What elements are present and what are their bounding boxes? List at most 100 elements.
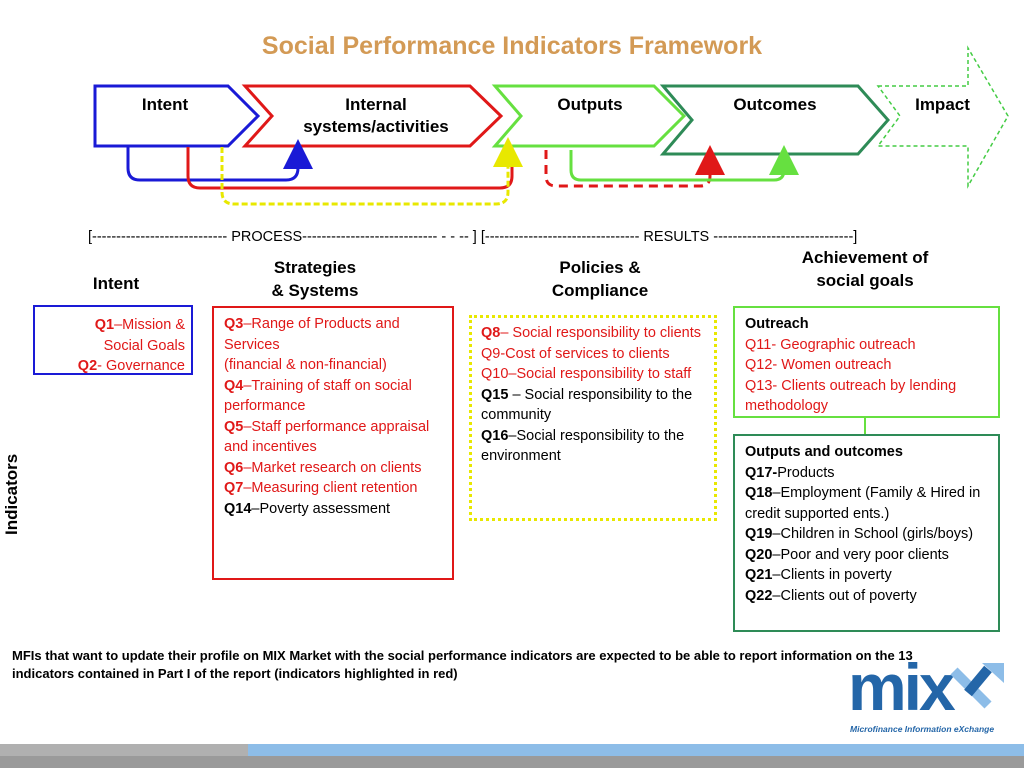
box-heading: Outreach [745,316,809,332]
box-heading: Outputs and outcomes [745,444,903,460]
indicator-text: –Staff performance appraisal and incenti… [224,418,430,456]
indicator-text: (financial & non-financial) [224,357,387,373]
stage-label-outcomes: Outcomes [690,94,860,116]
logo-wordmark: mix [848,650,956,724]
page-title: Social Performance Indicators Framework [261,32,763,60]
indicator-code: Q18 [745,485,773,501]
indicator-code: Q22 [745,587,773,604]
indicators-axis-label: Indicators [2,453,21,535]
indicator-text: –Range of Products and Services [224,316,400,353]
column-header-line: Strategies [273,258,357,277]
indicator-line: Q16–Social responsibility to the environ… [481,426,705,467]
indicator-code: Q20 [745,546,773,563]
indicator-text: –Measuring client retention [243,480,418,496]
column-header-line: & Systems [271,281,359,300]
stage-label-line: systems/activities [303,117,449,136]
indicator-line: Q18–Employment (Family & Hired in credit… [745,483,988,524]
connector-systems-to-outputs-yellow [220,137,523,206]
indicator-line: Q8– Social responsibility to clients [481,323,705,344]
logo-arrow-icon [950,663,1004,709]
column-header-line: social goals [816,271,914,290]
indicator-box-strategies: Q3–Range of Products and Services (finan… [212,306,454,580]
indicator-line: Q17-Products [745,463,988,484]
indicator-text: Q11- Geographic outreach [745,336,916,353]
indicator-code: Q4 [224,377,244,394]
indicator-box-policies: Q8– Social responsibility to clients Q9-… [469,315,717,521]
indicator-code: Q14 [224,500,252,517]
footer-bar-blue [248,744,1024,756]
column-header-line: Policies & [559,258,641,277]
stage-label-line: Intent [141,95,189,114]
indicator-text: Products [777,464,835,481]
stage-label-line: Outcomes [733,95,817,114]
framework-diagram [93,45,1009,206]
column-header-achievement: Achievement of social goals [770,246,960,292]
indicator-text: Q10–Social responsibility to staff [481,366,692,382]
footer-bar-gray [0,744,248,756]
indicator-text: –Mission & [114,317,185,333]
indicator-code: Q16 [481,427,509,444]
indicator-text: Q12- Women outreach [745,357,892,373]
indicator-code: Q7 [224,480,244,496]
indicator-code: Q3 [224,316,244,332]
logo-tagline: Microfinance Information eXchange [850,724,995,734]
indicator-box-intent: Q1–Mission & Social Goals Q2- Governance [33,305,193,375]
outreach-connector-line [864,418,866,434]
indicator-line: Q22–Clients out of poverty [745,586,988,607]
indicator-line: Q1–Mission & [41,315,185,336]
indicator-line: Q3–Range of Products and Services [224,314,442,355]
stage-label-impact: Impact [895,94,990,116]
stage-label-intent: Intent [100,94,230,116]
stage-internal-shape [241,84,504,148]
stage-outcomes-shape [659,84,891,156]
stage-impact-shape [876,45,1009,189]
indicator-text: Q9-Cost of services to clients [481,345,670,362]
indicator-code: Q1 [94,317,115,333]
indicator-line: Q5–Staff performance appraisal and incen… [224,417,442,458]
connector-outputs-to-outcomes-green [569,145,799,182]
indicator-code: Q8 [481,325,501,341]
indicator-code: Q21 [745,567,773,583]
indicator-line: Q2- Governance [41,356,185,377]
indicator-line: Q9-Cost of services to clients [481,344,705,365]
indicator-line: Q19–Children in School (girls/boys) [745,524,988,545]
indicator-line: (financial & non-financial) [224,355,442,376]
indicator-text: –Social responsibility to the environmen… [481,427,685,465]
indicator-code: Q19 [745,526,773,542]
indicator-text: –Children in School (girls/boys) [772,526,974,542]
indicator-line: Q15 – Social responsibility to the commu… [481,385,705,426]
indicator-text: –Clients out of poverty [772,587,917,604]
stage-label-outputs: Outputs [520,94,660,116]
column-header-policies: Policies & Compliance [520,256,680,302]
indicator-text: – Social responsibility to clients [500,325,702,341]
process-results-range: [---------------------------- PROCESS---… [88,229,858,245]
indicator-text: Social Goals [103,337,185,354]
indicator-text: Q13- Clients outreach by lending methodo… [745,377,957,415]
indicator-line: Q4–Training of staff on social performan… [224,376,442,417]
indicator-text: – Social responsibility to the community [481,386,693,424]
stage-label-internal: Internal systems/activities [270,94,482,138]
stage-label-line: Outputs [557,95,623,114]
footer-bar-bottom [0,756,1024,768]
mix-logo: mix Microfinance Information eXchange [848,650,1008,737]
indicator-box-outreach: Outreach Q11- Geographic outreach Q12- W… [733,306,1000,418]
column-header-line: Compliance [551,281,649,300]
indicator-code: Q6 [224,459,244,476]
indicator-text: - Governance [97,358,185,374]
stage-outputs-shape [491,84,687,148]
indicator-line: Q10–Social responsibility to staff [481,364,705,385]
indicator-text: –Poverty assessment [251,500,391,517]
indicator-line: Q7–Measuring client retention [224,478,442,499]
footer-note: MFIs that want to update their profile o… [12,648,913,681]
indicator-box-outputs-outcomes: Outputs and outcomes Q17-Products Q18–Em… [733,434,1000,632]
stage-label-line: Impact [915,95,970,114]
stage-label-line: Internal [345,95,407,114]
indicator-line: Q14–Poverty assessment [224,499,442,520]
column-header-intent: Intent [92,274,140,293]
indicator-code: Q2 [77,358,98,374]
connector-intent-to-systems [126,139,313,182]
indicator-code: Q5 [224,418,244,435]
indicator-text: –Market research on clients [243,459,422,476]
indicator-text: –Clients in poverty [772,567,892,583]
column-header-line: Achievement of [801,248,929,267]
